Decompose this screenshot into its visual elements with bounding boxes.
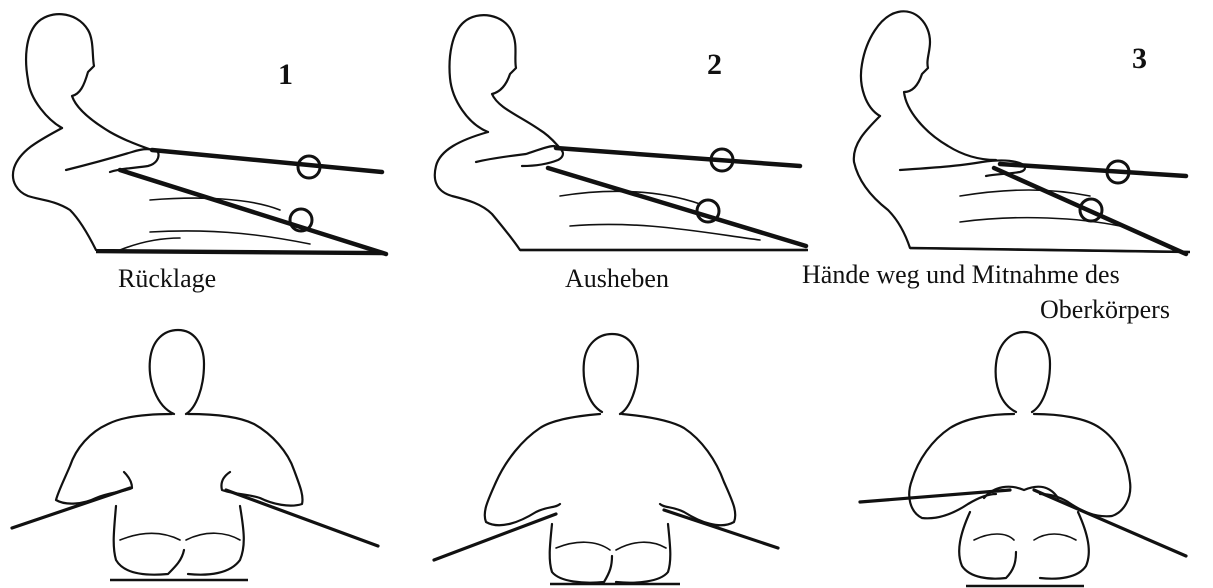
- front-figure-3: [860, 332, 1186, 586]
- caption-step-3-line1: Hände weg und Mitnahme des: [802, 259, 1120, 290]
- side-figure-1: [13, 14, 388, 254]
- front-figure-1: [12, 330, 378, 580]
- caption-step-2: Ausheben: [565, 263, 669, 294]
- caption-step-1: Rücklage: [118, 263, 216, 294]
- caption-step-3-line2: Oberkörpers: [1040, 294, 1170, 325]
- side-figure-2: [435, 15, 808, 250]
- step-number-2: 2: [707, 50, 722, 80]
- front-figure-2: [434, 334, 778, 584]
- step-number-3: 3: [1132, 44, 1147, 74]
- step-number-1: 1: [278, 60, 293, 90]
